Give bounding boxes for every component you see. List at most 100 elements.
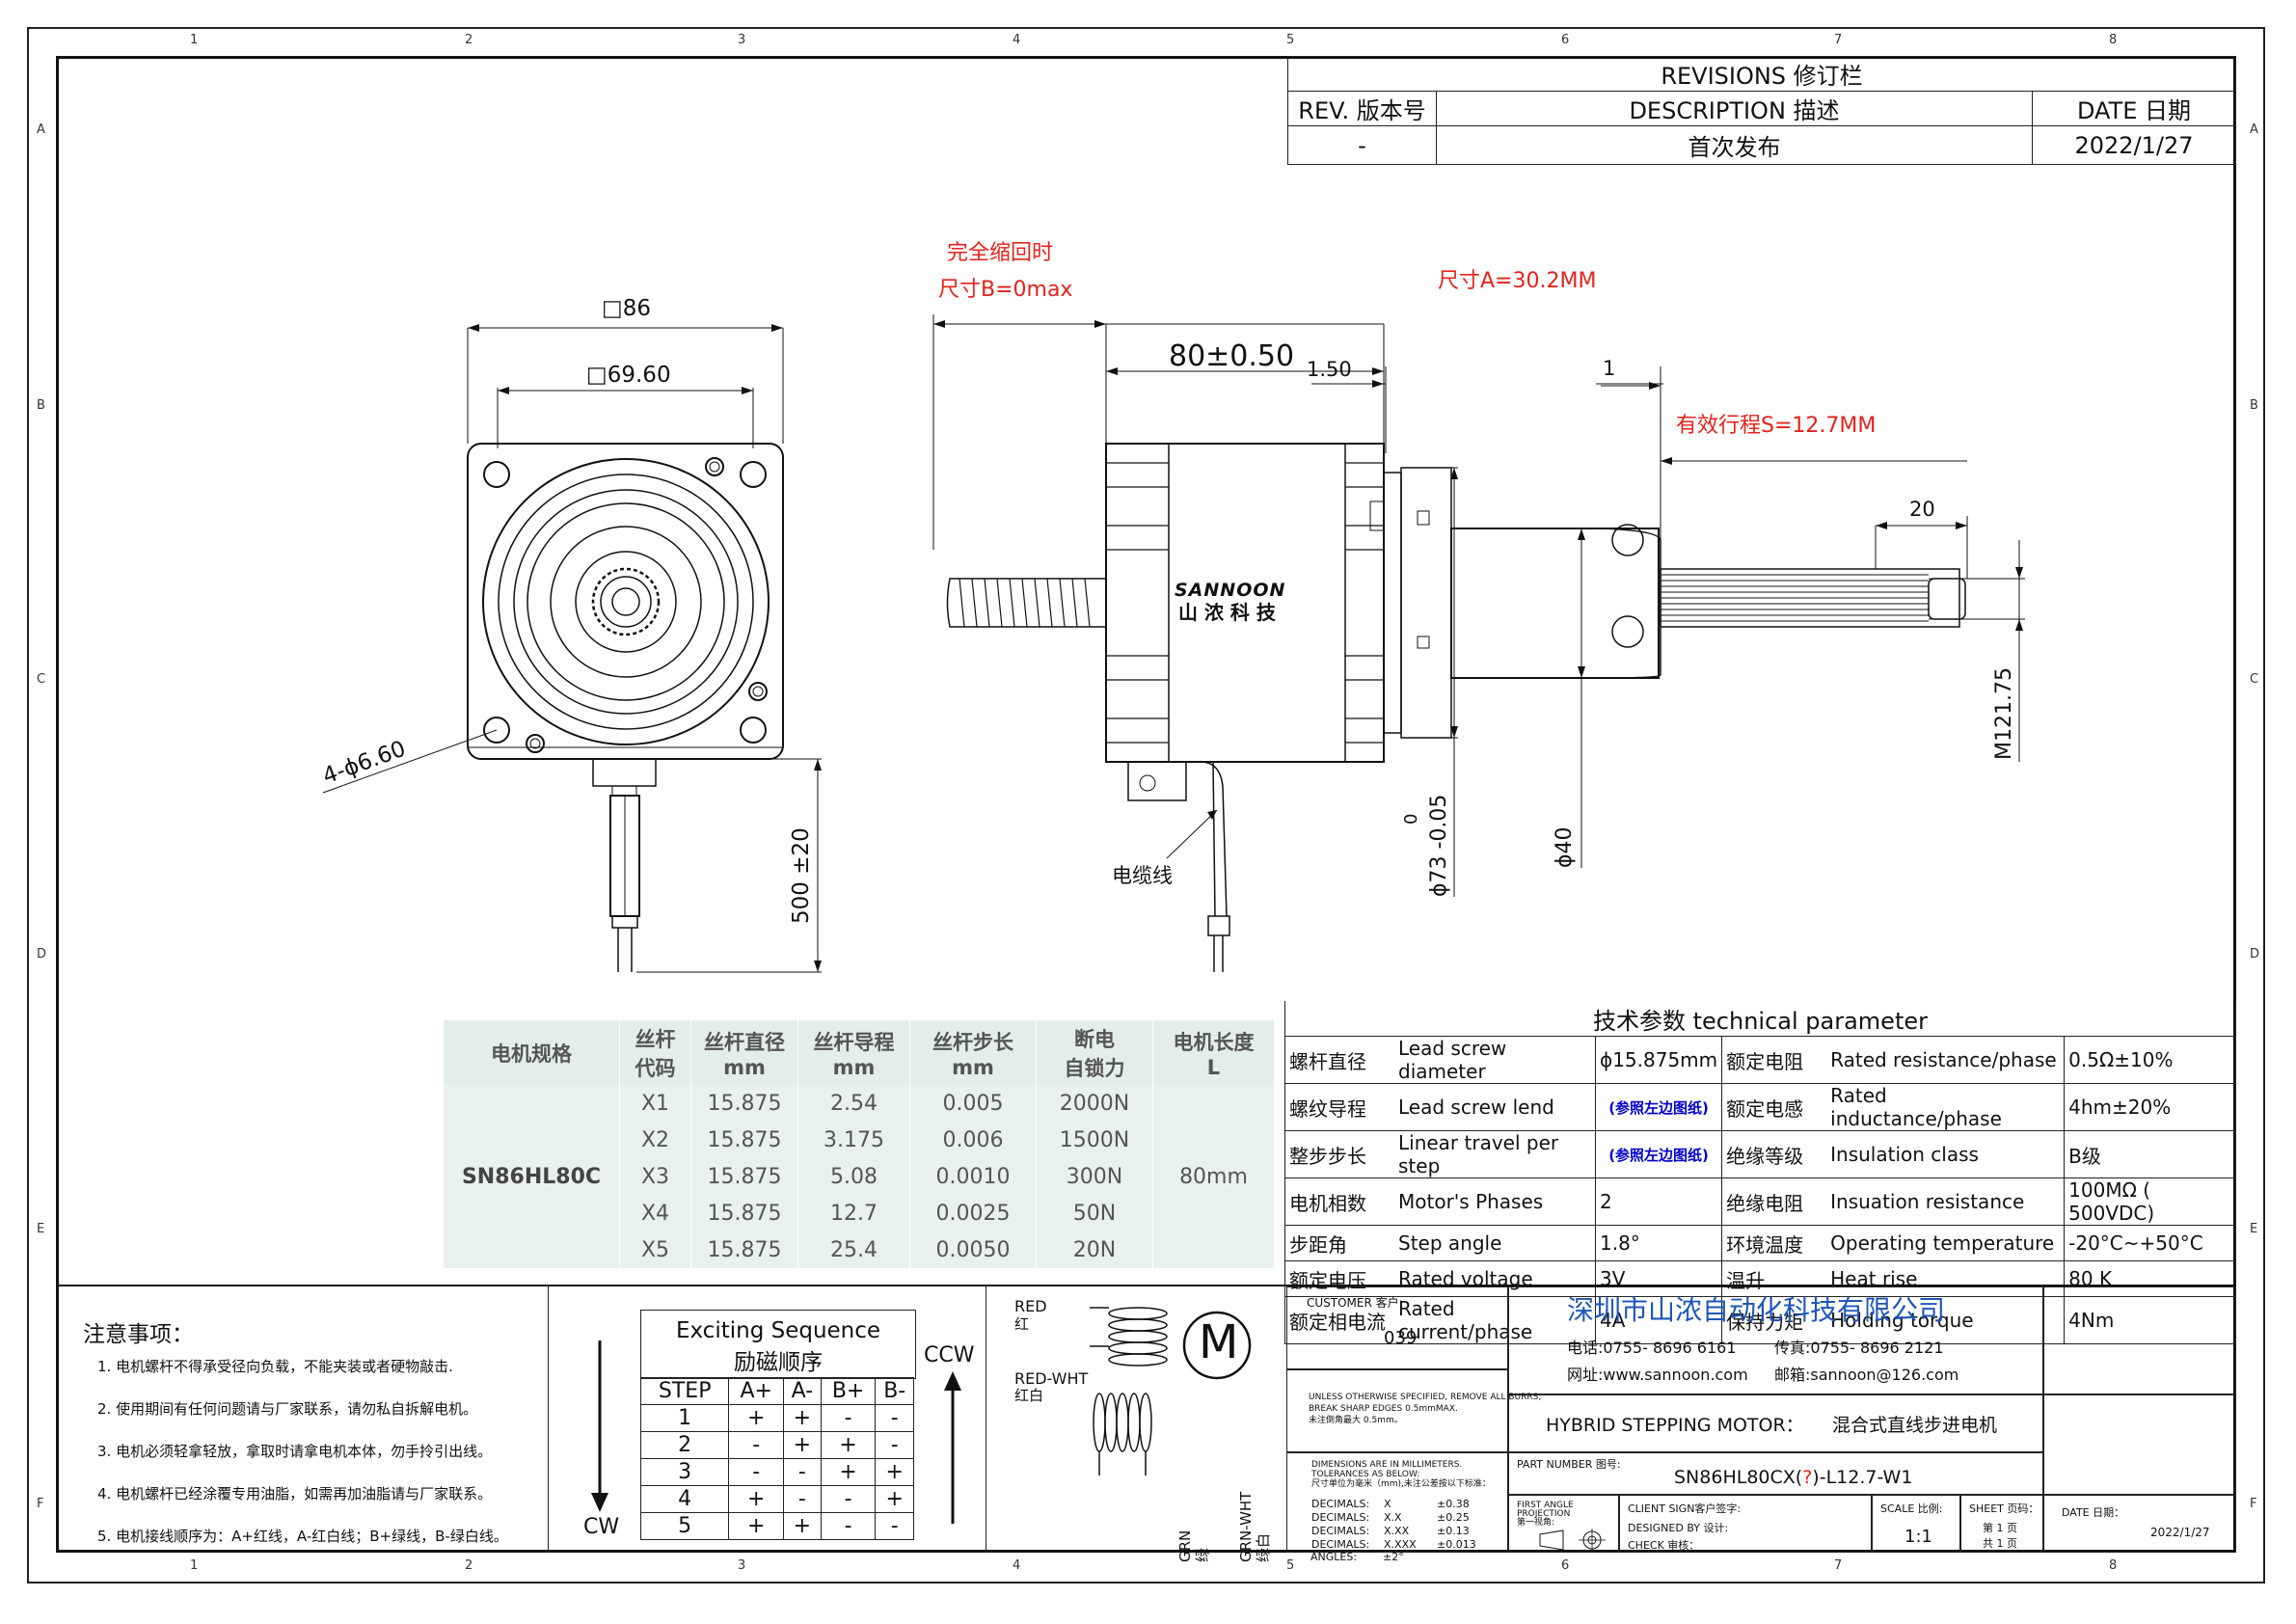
param-label-cn: 温升	[1721, 1260, 1827, 1297]
spec-cell: 15.875	[690, 1085, 798, 1122]
param-label-cn: 额定电感	[1721, 1083, 1827, 1131]
zone-col: 4	[1013, 33, 1021, 47]
spec-cell: 12.7	[797, 1195, 910, 1232]
seq-cell: -	[820, 1485, 877, 1513]
scale-box: SCALE 比例: 1:1	[1872, 1495, 1960, 1553]
spec-model: SN86HL80C	[444, 1085, 620, 1268]
param-value: 0.5Ω±10%	[2064, 1036, 2236, 1084]
spec-header: 断电 自锁力	[1036, 1020, 1153, 1085]
zone-row: F	[37, 1497, 44, 1511]
param-label-en: Operating temperature	[1826, 1225, 2066, 1261]
param-label-en: Rated inductance/phase	[1826, 1083, 2066, 1131]
dim-1-50: 1.50	[1307, 358, 1352, 381]
general-notes-box: UNLESS OTHERWISE SPECIFIED, REMOVE ALL B…	[1286, 1369, 1541, 1452]
date-value: 2022/1/27	[2032, 125, 2236, 165]
spec-cell: 50N	[1036, 1195, 1153, 1232]
tol-format: ±2°	[1383, 1551, 1404, 1563]
seq-cell: -	[875, 1431, 914, 1459]
signature-box: CLIENT SIGN客户签字: DESIGNED BY 设计: CHECK 审…	[1619, 1495, 1872, 1553]
sequence-title-cn: 励磁顺序	[734, 1350, 823, 1375]
param-label-en: Insulation class	[1826, 1130, 2066, 1178]
projection-box: FIRST ANGLE PROJECTION 第一视角:	[1508, 1495, 1619, 1553]
notes-panel	[56, 1286, 549, 1553]
spec-header: 电机长度 L	[1152, 1020, 1275, 1085]
zone-col: 5	[1286, 33, 1295, 47]
sheet-total: 共 1 页	[1983, 1537, 2017, 1550]
spec-table: 电机规格 丝杆 代码 丝杆直径 mm 丝杆导程 mm 丝杆步长 mm 断电 自锁…	[444, 1020, 1275, 1268]
spec-cell: X4	[619, 1195, 691, 1232]
sequence-panel	[548, 1286, 986, 1553]
sequence-title-en: Exciting Sequence	[675, 1318, 881, 1343]
first-angle-label: FIRST ANGLE	[1517, 1501, 1574, 1510]
brand-chinese: 山 浓 科 技	[1178, 601, 1276, 624]
sheet-label: SHEET 页码：	[1969, 1502, 2039, 1515]
zone-col: 5	[1286, 1558, 1295, 1573]
zone-col: 6	[1561, 33, 1570, 47]
seq-cell: +	[875, 1458, 914, 1486]
seq-cell: -	[875, 1404, 914, 1432]
param-label-cn: 螺纹导程	[1284, 1083, 1394, 1131]
dim-cable-length: 500 ±20	[789, 827, 814, 924]
param-value: B级	[2064, 1130, 2236, 1178]
sequence-title-box: Exciting Sequence 励磁顺序	[640, 1310, 916, 1379]
zone-col: 8	[2109, 1558, 2118, 1573]
param-label-en: Holding torque	[1826, 1296, 2066, 1344]
wire-red-wht-cn: 红白	[1014, 1387, 1044, 1404]
spec-cell: X2	[619, 1122, 691, 1158]
zone-col: 1	[190, 33, 199, 47]
param-label-en: Lead screw lend	[1394, 1083, 1596, 1131]
spec-cell: 2000N	[1036, 1085, 1153, 1122]
param-label-en: Motor's Phases	[1394, 1177, 1596, 1226]
spec-cell: 1500N	[1036, 1122, 1153, 1158]
tol-label: ANGLES:	[1310, 1551, 1358, 1563]
param-value: ϕ15.875mm	[1594, 1036, 1723, 1084]
tol-label: DECIMALS:	[1311, 1525, 1370, 1537]
spec-cell: 0.0010	[909, 1158, 1037, 1195]
date-box: DATE 日期： 2022/1/27	[2043, 1495, 2236, 1553]
zone-row: D	[37, 947, 47, 961]
dims-line1: DIMENSIONS ARE IN MILLIMETERS.	[1311, 1460, 1463, 1470]
zone-row: D	[2250, 947, 2260, 961]
sequence-table: STEP A+ A- B+ B- 1++-- 2-++- 3--++ 4+--+…	[639, 1377, 914, 1540]
spec-header: 丝杆 代码	[619, 1020, 691, 1085]
seq-cell: 5	[639, 1512, 730, 1540]
seq-cell: 2	[639, 1431, 730, 1459]
note-item: 3. 电机必须轻拿轻放，拿取时请拿电机本体，勿手拎引出线。	[97, 1443, 493, 1460]
outer-frame	[27, 27, 2265, 1583]
param-value: 1.8°	[1594, 1225, 1723, 1261]
zone-row: E	[2250, 1222, 2258, 1236]
designed-by-label: DESIGNED BY 设计:	[1628, 1522, 1729, 1534]
param-label-en: Insuation resistance	[1826, 1177, 2066, 1226]
note-item: 1. 电机螺杆不得承受径向负载，不能夹装或者硬物敲击.	[97, 1358, 453, 1375]
customer-box: CUSTOMER 客户: 039	[1286, 1286, 1508, 1369]
tol-label: DECIMALS:	[1311, 1498, 1370, 1510]
blank-box-2	[2043, 1394, 2236, 1495]
zone-row: C	[2250, 672, 2259, 687]
ccw-label: CCW	[924, 1343, 975, 1367]
tolerance-box: DIMENSIONS ARE IN MILLIMETERS. TOLERANCE…	[1286, 1452, 1508, 1553]
seq-cell: +	[728, 1404, 785, 1432]
scale-value: 1:1	[1904, 1527, 1932, 1547]
unless-line2: BREAK SHARP EDGES 0.5mmMAX.	[1309, 1404, 1458, 1414]
param-label-cn: 整步步长	[1284, 1130, 1394, 1178]
tol-value: ±0.38	[1437, 1498, 1470, 1510]
seq-cell: +	[875, 1485, 914, 1513]
param-value: 100MΩ ( 500VDC)	[2064, 1177, 2236, 1226]
zone-row: A	[2250, 122, 2258, 137]
seq-cell: 3	[639, 1458, 730, 1486]
zone-col: 7	[1834, 1558, 1843, 1573]
sheet-number: 第 1 页	[1983, 1522, 2017, 1534]
spec-header: 丝杆直径 mm	[690, 1020, 798, 1085]
company-fax: 传真:0755- 8696 2121	[1774, 1339, 1944, 1357]
zone-col: 1	[190, 1558, 199, 1573]
seq-cell: -	[728, 1458, 785, 1486]
zone-row: E	[37, 1222, 45, 1236]
note-item: 4. 电机螺杆已经涂覆专用油脂，如需再加油脂请与厂家联系。	[97, 1485, 493, 1502]
motor-symbol: M	[1199, 1315, 1239, 1369]
spec-cell: 0.006	[909, 1122, 1037, 1158]
seq-header: STEP	[639, 1377, 730, 1405]
part-number-label: PART NUMBER 图号:	[1517, 1458, 1621, 1471]
seq-cell: +	[783, 1431, 822, 1459]
zone-row: F	[2250, 1497, 2257, 1511]
seq-header: B+	[820, 1377, 877, 1405]
